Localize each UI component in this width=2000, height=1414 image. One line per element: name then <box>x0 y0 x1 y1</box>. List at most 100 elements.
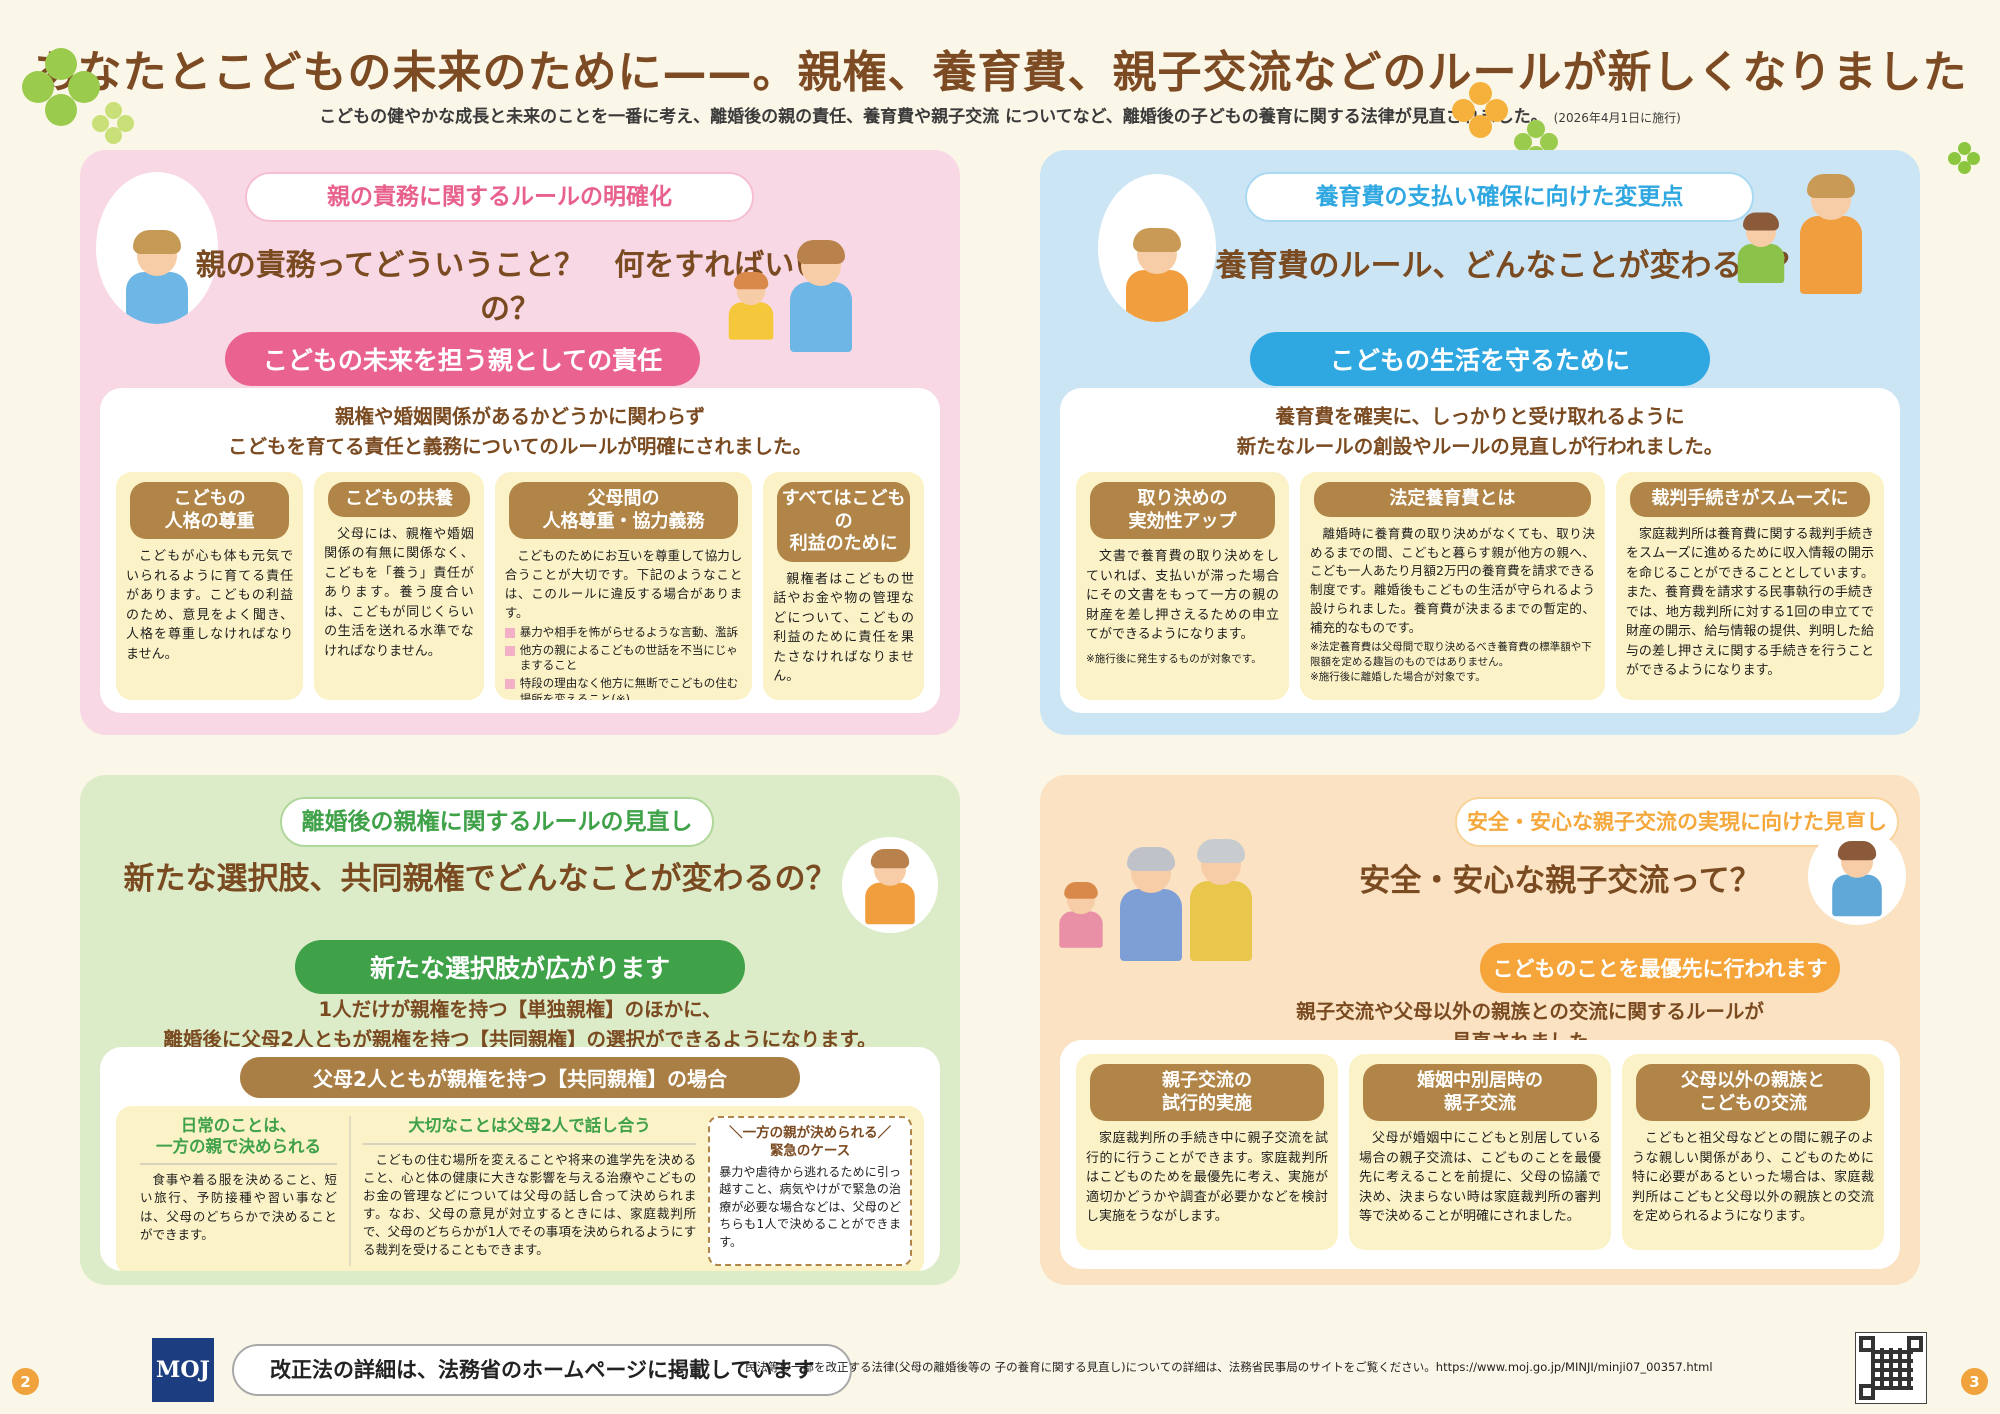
visitation-box-relatives: 父母以外の親族と こどもの交流 こどもと祖父母などとの間に親子のような親しい関係… <box>1622 1054 1884 1250</box>
custody-badge: 離婚後の親権に関するルールの見直し <box>280 797 714 847</box>
custody-sub-banner: 父母2人ともが親権を持つ【共同親権】の場合 <box>240 1057 800 1098</box>
custody-daily-body: 食事や着る服を決めること、短い旅行、予防接種や習い事などは、父母のどちらかで決め… <box>140 1172 337 1242</box>
support-badge: 養育費の支払い確保に向けた変更点 <box>1245 172 1754 222</box>
clover-icon <box>22 48 100 126</box>
custody-banner: 新たな選択肢が広がります <box>295 940 745 994</box>
support-heading: 養育費のルール、どんなことが変わるの？ <box>1215 248 1805 284</box>
footer-homepage-pill: 改正法の詳細は、法務省のホームページに掲載しています <box>232 1344 853 1396</box>
qr-corner <box>1859 1384 1875 1400</box>
custody-daily-column: 日常のことは、 一方の親で決められる 食事や着る服を決めること、短い旅行、予防接… <box>128 1116 351 1266</box>
panel-parental-duty: 親の責務に関するルールの明確化 親の責務ってどういうこと？ 何をすればいいの？ … <box>80 150 960 735</box>
mother-figure <box>1126 228 1188 322</box>
grandparents-child-illustration <box>1050 839 1252 961</box>
visitation-box-trial-body: 家庭裁判所の手続き中に親子交流を試行的に行うことができます。家庭裁判所はこどもの… <box>1086 1131 1328 1224</box>
duty-box-mutual-respect: 父母間の 人格尊重・協力義務 こどものためにお互いを尊重して協力し合うことが大切… <box>494 472 753 701</box>
visitation-banner: こどものことを最優先に行われます <box>1480 943 1840 993</box>
support-intro-line1: 養育費を確実に、しっかりと受け取れるように <box>1275 405 1685 428</box>
qr-corner <box>1859 1336 1875 1352</box>
subtitle-text: こどもの健やかな成長と未来のことを一番に考え、離婚後の親の責任、養育費や親子交流… <box>319 107 1548 127</box>
visitation-box-trial-title: 親子交流の 試行的実施 <box>1090 1064 1324 1121</box>
subtitle-note: (2026年4月1日に施行) <box>1553 111 1681 125</box>
support-content-box: 養育費を確実に、しっかりと受け取れるように 新たなルールの創設やルールの見直しが… <box>1060 388 1900 713</box>
support-box-court-procedure-body: 家庭裁判所は養育費に関する裁判手続きをスムーズに進めるために収入情報の開示を命じ… <box>1625 526 1874 679</box>
clover-icon <box>92 102 134 144</box>
support-box-statutory: 法定養育費とは 離婚時に養育費の取り決めがなくても、取り決めるまでの間、こどもと… <box>1299 472 1605 701</box>
violation-item: 暴力や相手を怖がらせるような言動、濫訴 <box>504 625 743 641</box>
father-figure <box>126 230 188 324</box>
support-box-statutory-note2: ※施行後に離婚した場合が対象です。 <box>1309 670 1486 683</box>
duty-box-mutual-respect-title: 父母間の 人格尊重・協力義務 <box>508 482 739 540</box>
support-intro: 養育費を確実に、しっかりと受け取れるように 新たなルールの創設やルールの見直しが… <box>1060 402 1900 462</box>
support-box-enforcement: 取り決めの 実効性アップ 文書で養育費の取り決めをしていれば、支払いが滞った場合… <box>1076 472 1289 701</box>
support-boxes-row: 取り決めの 実効性アップ 文書で養育費の取り決めをしていれば、支払いが滞った場合… <box>1060 472 1900 701</box>
flower-icon <box>1452 82 1508 138</box>
duty-box-personality: こどもの 人格の尊重 こどもが心も体も元気でいられるように育てる責任があります。… <box>116 472 304 701</box>
duty-content-box: 親権や婚姻関係があるかどうかに関わらず こどもを育てる責任と義務についてのルール… <box>100 388 940 713</box>
figure-head <box>133 230 181 276</box>
mother-avatar <box>1098 174 1216 322</box>
custody-emergency-body: 暴力や虐待から逃れるために引っ越すこと、病気やけがで緊急の治療が必要な場合などは… <box>719 1165 901 1249</box>
duty-boxes-row: こどもの 人格の尊重 こどもが心も体も元気でいられるように育てる責任があります。… <box>100 472 940 701</box>
violation-item: 特段の理由なく他方に無断でこどもの住む場所を変えること(※) <box>504 675 743 701</box>
custody-intro-line2: 離婚後に父母2人ともが親権を持つ【共同親権】の選択ができるようになります。 <box>163 1028 877 1052</box>
duty-intro-line2: こどもを育てる責任と義務についてのルールが明確にされました。 <box>227 435 813 459</box>
father-child-illustration <box>720 240 852 352</box>
support-box-statutory-note1: ※法定養育費は父母間で取り決めるべき養育費の標準額や下限額を定める趣旨のものでは… <box>1309 641 1592 668</box>
custody-important-column: 大切なことは父母2人で話し合う こどもの住む場所を変えることや将来の進学先を決め… <box>351 1116 708 1266</box>
violation-list: 暴力や相手を怖がらせるような言動、濫訴 他方の親によるこどもの世話を不当にじゃま… <box>504 625 743 701</box>
visitation-intro-line1: 親子交流や父母以外の親族との交流に関するルールが <box>1296 1000 1764 1023</box>
duty-box-fostering: こどもの扶養 父母には、親権や婚姻関係の有無に関係なく、こどもを「養う」責任があ… <box>314 472 484 701</box>
visitation-boxes-row: 親子交流の 試行的実施 家庭裁判所の手続き中に親子交流を試行的に行うことができま… <box>1060 1054 1900 1250</box>
duty-intro-line1: 親権や婚姻関係があるかどうかに関わらず <box>334 405 706 428</box>
woman-avatar <box>842 837 938 933</box>
duty-badge: 親の責務に関するルールの明確化 <box>245 172 754 222</box>
panel-custody: 離婚後の親権に関するルールの見直し 新たな選択肢、共同親権でどんなことが変わるの… <box>80 775 960 1285</box>
custody-emergency-box: ＼一方の親が決められる／ 緊急のケース 暴力や虐待から逃れるために引っ越すこと、… <box>708 1116 912 1266</box>
qr-corner <box>1907 1336 1923 1352</box>
panel-child-support: 養育費の支払い確保に向けた変更点 養育費のルール、どんなことが変わるの？ こども… <box>1040 150 1920 735</box>
custody-daily-title: 日常のことは、 一方の親で決められる <box>140 1116 337 1166</box>
custody-detail-box: 日常のことは、 一方の親で決められる 食事や着る服を決めること、短い旅行、予防接… <box>116 1106 924 1271</box>
support-box-court-procedure: 裁判手続きがスムーズに 家庭裁判所は養育費に関する裁判手続きをスムーズに進めるた… <box>1615 472 1884 701</box>
visitation-heading: 安全・安心な親子交流って？ <box>1359 863 1761 899</box>
visitation-content-box: 親子交流の 試行的実施 家庭裁判所の手続き中に親子交流を試行的に行うことができま… <box>1060 1040 1900 1269</box>
visitation-box-separation-body: 父母が婚姻中にこどもと別居している場合の親子交流は、こどものことを最優先に考える… <box>1359 1131 1601 1224</box>
duty-box-child-interest: すべてはこどもの 利益のために 親権者はこどもの世話やお金や物の管理などについて… <box>763 472 925 701</box>
visitation-box-trial: 親子交流の 試行的実施 家庭裁判所の手続き中に親子交流を試行的に行うことができま… <box>1076 1054 1338 1250</box>
man-figure <box>1832 841 1882 917</box>
bullet-square-icon <box>504 628 515 639</box>
visitation-box-relatives-title: 父母以外の親族と こどもの交流 <box>1636 1064 1870 1121</box>
father-avatar <box>96 172 218 324</box>
custody-intro: 1人だけが親権を持つ【単独親権】のほかに、 離婚後に父母2人ともが親権を持つ【共… <box>80 995 960 1055</box>
duty-box-mutual-respect-body: こどものためにお互いを尊重して協力し合うことが大切です。下記のようなことは、この… <box>504 548 743 620</box>
support-box-enforcement-body: 文書で養育費の取り決めをしていれば、支払いが滞った場合にその文書をもって一方の親… <box>1086 549 1279 643</box>
panel-visitation: 安全・安心な親子交流の実現に向けた見直し 安全・安心な親子交流って？ こどものこ… <box>1040 775 1920 1285</box>
custody-heading: 新たな選択肢、共同親権でどんなことが変わるの？ <box>123 861 837 897</box>
woman-figure <box>865 849 915 925</box>
violation-item: 他方の親によるこどもの世話を不当にじゃますること <box>504 642 743 674</box>
duty-heading: 親の責務ってどういうこと？ 何をすればいいの？ <box>195 248 825 327</box>
duty-intro: 親権や婚姻関係があるかどうかに関わらず こどもを育てる責任と義務についてのルール… <box>100 402 940 462</box>
support-intro-line2: 新たなルールの創設やルールの見直しが行われました。 <box>1236 435 1724 459</box>
bullet-square-icon <box>504 678 515 689</box>
violation-item-text: 暴力や相手を怖がらせるような言動、濫訴 <box>519 625 738 640</box>
violation-item-text: 他方の親によるこどもの世話を不当にじゃますること <box>519 642 738 673</box>
bullet-square-icon <box>504 645 515 656</box>
duty-banner: こどもの未来を担う親としての責任 <box>225 332 700 386</box>
page-title: あなたとこどもの未来のために——。親権、養育費、親子交流などのルールが新しくなり… <box>32 47 1968 98</box>
visitation-box-separation-title: 婚姻中別居時の 親子交流 <box>1363 1064 1597 1121</box>
support-box-enforcement-title: 取り決めの 実効性アップ <box>1090 482 1275 540</box>
visitation-box-relatives-body: こどもと祖父母などとの間に親子のような親しい関係があり、こどものために特に必要が… <box>1632 1131 1874 1224</box>
support-box-court-procedure-title: 裁判手続きがスムーズに <box>1629 482 1870 517</box>
custody-emergency-title: ＼一方の親が決められる／ 緊急のケース <box>729 1125 892 1159</box>
duty-box-fostering-body: 父母には、親権や婚姻関係の有無に関係なく、こどもを「養う」責任があります。養う度… <box>324 526 474 659</box>
support-box-statutory-title: 法定養育費とは <box>1313 482 1591 517</box>
support-banner: こどもの生活を守るために <box>1250 332 1710 386</box>
support-box-enforcement-note: ※施行後に発生するものが対象です。 <box>1086 652 1262 665</box>
page-number-left: 2 <box>12 1368 39 1395</box>
violation-item-text: 特段の理由なく他方に無断でこどもの住む場所を変えること(※) <box>519 675 739 701</box>
support-box-statutory-body: 離婚時に養育費の取り決めがなくても、取り決めるまでの間、こどもと暮らす親が他方の… <box>1309 525 1595 635</box>
duty-box-personality-body: こどもが心も体も元気でいられるように育てる責任があります。こどもの利益のため、意… <box>126 549 294 662</box>
duty-box-personality-title: こどもの 人格の尊重 <box>130 482 290 540</box>
page-subtitle: こどもの健やかな成長と未来のことを一番に考え、離婚後の親の責任、養育費や親子交流… <box>0 102 2000 127</box>
